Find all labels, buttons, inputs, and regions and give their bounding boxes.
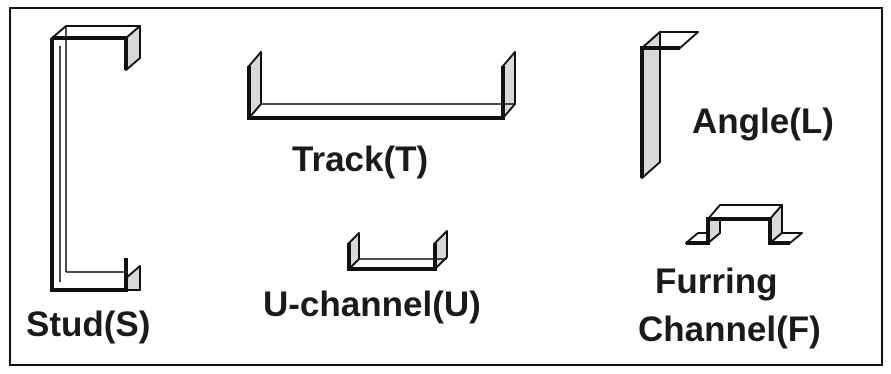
stud-profile	[50, 25, 141, 292]
diagram-frame	[9, 7, 883, 366]
label-track: Track(T)	[292, 140, 429, 179]
label-u-channel: U-channel(U)	[263, 285, 481, 324]
label-furring-line2: Channel(F)	[638, 310, 821, 349]
track-profile	[247, 51, 516, 120]
label-angle: Angle(L)	[692, 102, 834, 141]
angle-profile	[640, 31, 699, 179]
label-furring-line1: Furring	[655, 262, 778, 301]
u-channel-profile	[347, 230, 448, 271]
furring-channel-profile	[685, 204, 803, 245]
label-stud: Stud(S)	[26, 305, 151, 344]
